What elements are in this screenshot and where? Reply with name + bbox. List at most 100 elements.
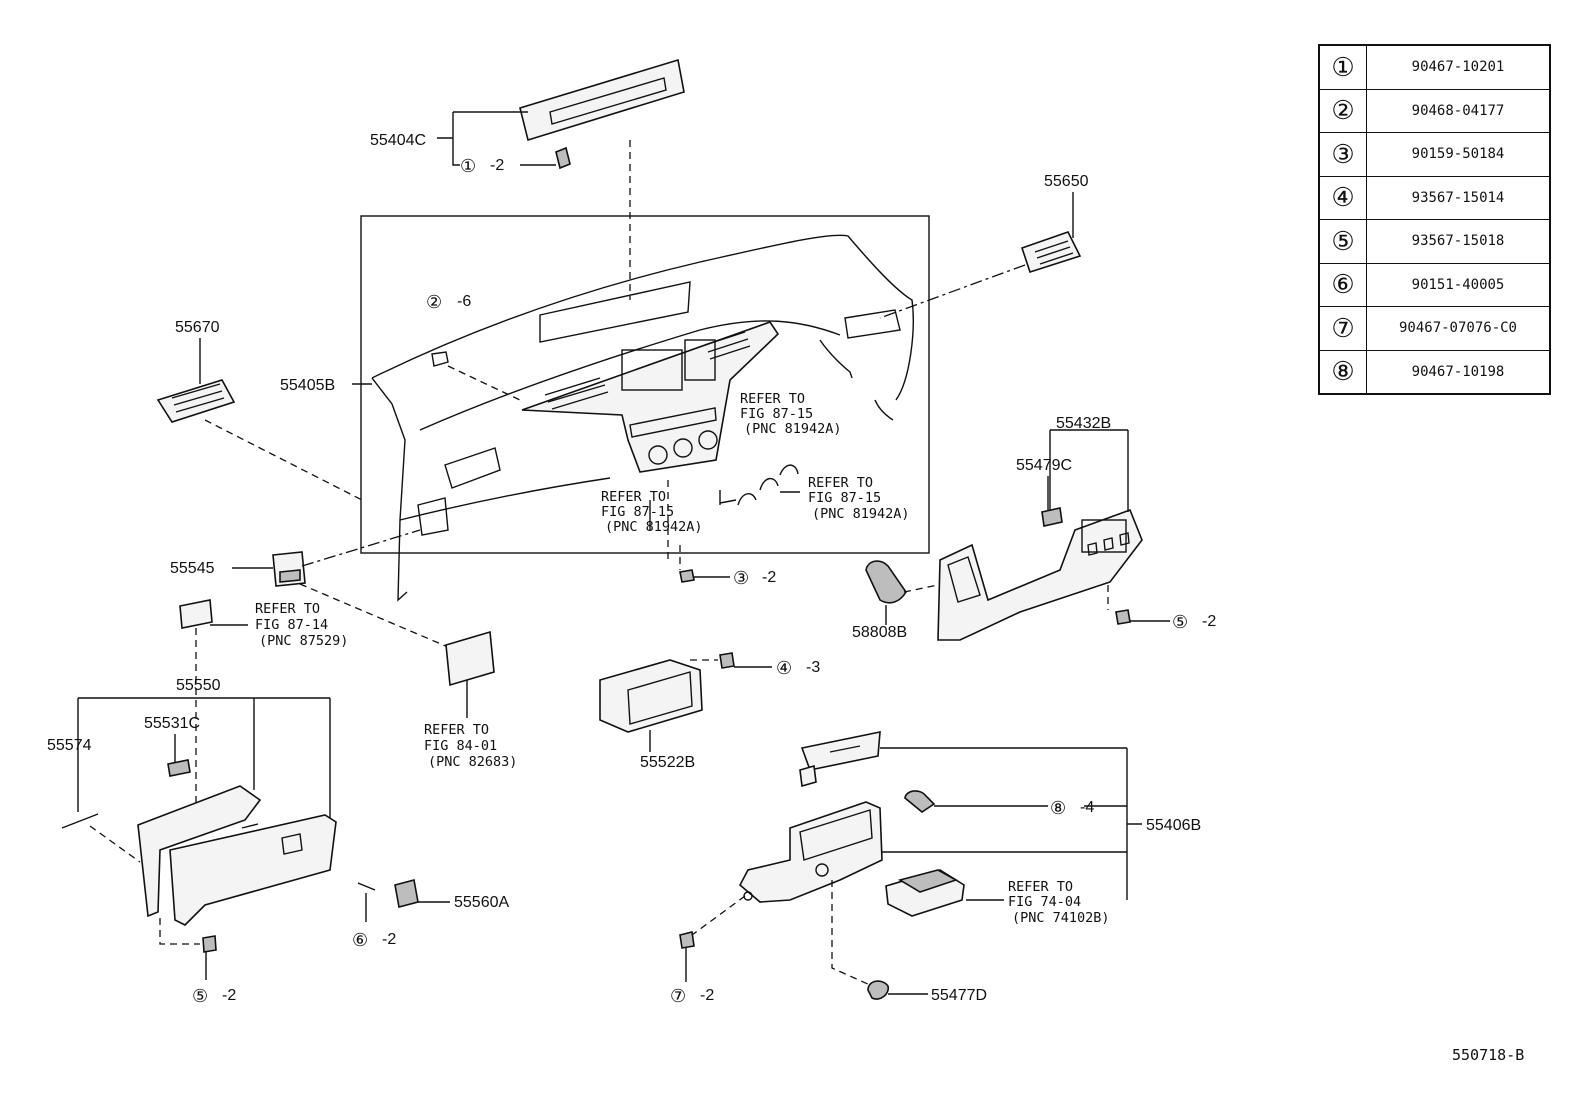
callout-3-symbol: ③ [733, 568, 749, 588]
part-55650-vent [1020, 231, 1082, 274]
callout-5-right-qty: -2 [1202, 613, 1216, 630]
part-55550-glovebox [137, 785, 337, 926]
leader-callout-6 [357, 882, 376, 922]
table-cell-part-number: 90467-10201 [1366, 44, 1551, 90]
refer-note-5: REFER TO FIG 84-01 (PNC 82683) [424, 722, 517, 770]
leader-callout-5a-dash [159, 918, 200, 945]
label-55545: 55545 [170, 560, 215, 577]
part-ref-84-01 [445, 630, 495, 687]
refer-note-2: REFER TO FIG 87-15 (PNC 81942A) [808, 475, 910, 522]
part-55531c [167, 759, 191, 777]
refer-note-2-line1: REFER TO [808, 475, 873, 491]
refer-note-5-line2: FIG 84-01 [424, 738, 497, 754]
refer-note-1: REFER TO FIG 87-15 (PNC 81942A) [740, 391, 842, 437]
part-ref-74-04-tray [885, 869, 965, 917]
callout-3-qty: -2 [762, 569, 776, 586]
refer-note-6-line2: FIG 74-04 [1008, 894, 1081, 910]
callout-4: ④ -3 [776, 658, 820, 678]
callout-6-symbol: ⑥ [352, 930, 368, 950]
callout-8-symbol: ⑧ [1050, 798, 1066, 818]
refer-note-6-line1: REFER TO [1008, 879, 1073, 895]
leader-55650-dash [879, 264, 1026, 319]
callout-2: ② -6 [426, 292, 471, 312]
leader-callout-3-dash [667, 480, 681, 570]
part-55432b-panel [937, 508, 1143, 641]
label-55432b: 55432B [1056, 415, 1111, 432]
callout-5-left: ⑤ -2 [192, 986, 236, 1006]
label-58808b: 58808B [852, 624, 907, 641]
clip-8 [904, 790, 936, 813]
refer-note-1-line2: FIG 87-15 [740, 406, 813, 422]
part-55404c-garnish [519, 58, 685, 170]
leader-ref-84-01 [299, 583, 456, 651]
refer-note-6-line3: (PNC 74102B) [1012, 910, 1110, 926]
refer-note-3-line1: REFER TO [601, 489, 666, 505]
refer-note-3-line2: FIG 87-15 [601, 504, 674, 520]
callout-2-qty: -6 [457, 293, 471, 310]
part-55406b-console [738, 731, 883, 903]
table-row: ⑧ 90467-10198 [1318, 349, 1551, 395]
refer-note-4-line1: REFER TO [255, 601, 320, 617]
callout-1-qty: -2 [490, 157, 504, 174]
table-cell-part-number: 90159-50184 [1366, 132, 1551, 177]
part-55560a [394, 879, 419, 908]
callout-7: ⑦ -2 [670, 986, 714, 1006]
callout-2-symbol: ② [426, 292, 442, 312]
leader-callout-7-dash [691, 895, 746, 936]
label-55650: 55650 [1044, 173, 1089, 190]
refer-note-6: REFER TO FIG 74-04 (PNC 74102B) [1008, 879, 1110, 926]
label-55560a: 55560A [454, 894, 509, 911]
callout-5-left-qty: -2 [222, 987, 236, 1004]
table-cell-part-number: 90467-10198 [1366, 349, 1551, 395]
callout-5-right: ⑤ -2 [1172, 612, 1216, 632]
refer-note-4-line2: FIG 87-14 [255, 617, 328, 633]
refer-note-4-line3: (PNC 87529) [259, 633, 348, 649]
refer-note-3-line3: (PNC 81942A) [605, 519, 703, 535]
part-55479c [1041, 507, 1063, 527]
table-cell-part-number: 93567-15018 [1366, 219, 1551, 264]
bracket-55432b [1049, 429, 1129, 512]
label-55479c: 55479C [1016, 457, 1072, 474]
table-cell-part-number: 90151-40005 [1366, 262, 1551, 307]
part-55574-bolt [61, 813, 99, 829]
table-cell-key: ⑤ [1318, 219, 1367, 264]
refer-note-1-line3: (PNC 81942A) [744, 421, 842, 437]
callout-6: ⑥ -2 [352, 930, 396, 950]
label-55550: 55550 [176, 677, 221, 694]
bracket-55406b [880, 747, 1142, 900]
part-55545 [272, 551, 306, 587]
table-row: ⑤ 93567-15018 [1318, 219, 1551, 264]
table-cell-part-number: 90467-07076-C0 [1366, 306, 1551, 351]
refer-note-4: REFER TO FIG 87-14 (PNC 87529) [255, 601, 348, 649]
callout-8-qty: -4 [1080, 799, 1094, 816]
part-card [179, 599, 213, 629]
table-cell-key: ② [1318, 88, 1367, 133]
leader-58808b-dash [903, 584, 939, 593]
callout-6-qty: -2 [382, 931, 396, 948]
callout-5-left-symbol: ⑤ [192, 986, 208, 1006]
leader-55574-dash [89, 825, 141, 863]
page-code: 550718-B [1452, 1046, 1525, 1064]
leader-ref-87-15 [719, 491, 800, 504]
part-55670-vent [156, 379, 236, 423]
label-55405b: 55405B [280, 377, 335, 394]
refer-note-2-line3: (PNC 81942A) [812, 506, 910, 522]
part-55477d [867, 980, 890, 1000]
callout-3: ③ -2 [733, 568, 776, 588]
table-cell-key: ① [1318, 44, 1367, 90]
table-row: ③ 90159-50184 [1318, 132, 1551, 177]
screw-7 [679, 931, 695, 949]
table-row: ④ 93567-15014 [1318, 175, 1551, 220]
table-cell-key: ③ [1318, 132, 1367, 177]
label-55574: 55574 [47, 737, 92, 754]
label-55477d: 55477D [931, 987, 987, 1004]
callout-5-right-symbol: ⑤ [1172, 612, 1188, 632]
leader-callout-2 [447, 365, 521, 401]
bracket-55550 [77, 697, 331, 818]
callout-4-qty: -3 [806, 659, 820, 676]
parts-legend-table: ① 90467-10201 ② 90468-04177 ③ 90159-5018… [1318, 44, 1551, 395]
label-55406b: 55406B [1146, 817, 1201, 834]
bracket-55404c [437, 111, 528, 166]
leader-55670-dash [204, 419, 363, 501]
